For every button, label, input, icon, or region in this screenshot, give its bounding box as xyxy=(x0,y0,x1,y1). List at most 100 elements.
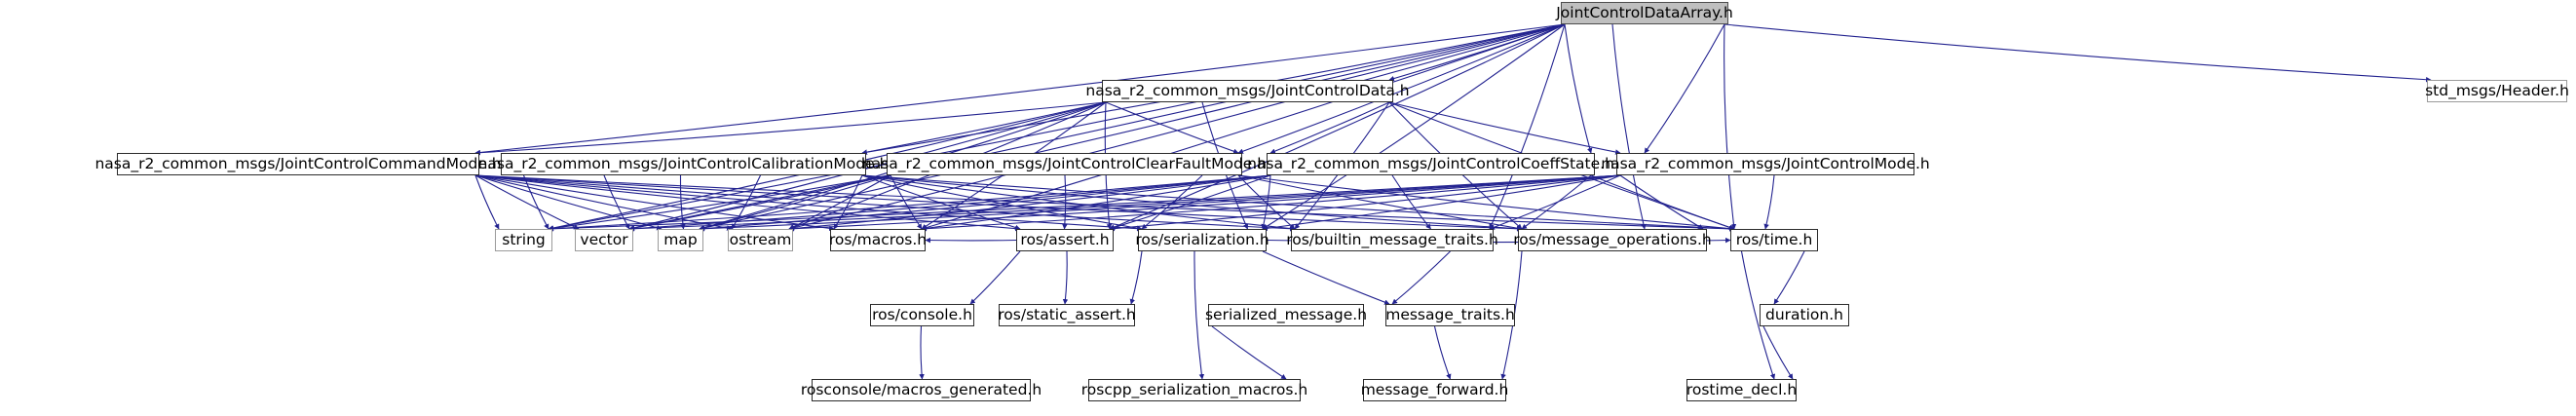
graph-node-builtin_traits[interactable]: ros/builtin_message_traits.h xyxy=(1286,229,1498,251)
graph-node-jccoeffstate[interactable]: nasa_r2_common_msgs/JointControlCoeffSta… xyxy=(1247,153,1614,175)
graph-node-vector[interactable]: vector xyxy=(575,229,633,251)
edge-jcmode-to-string xyxy=(548,174,1621,232)
edge-jcclearfault-to-assert xyxy=(1062,174,1068,230)
edge-root-to-string xyxy=(548,23,1566,231)
edge-root-to-jcdata xyxy=(1388,23,1566,82)
graph-node-map[interactable]: map xyxy=(658,229,703,251)
edge-jccalibmode-to-msg_ops xyxy=(861,174,1523,232)
graph-node-jccmdmode[interactable]: nasa_r2_common_msgs/JointControlCommandM… xyxy=(95,153,502,175)
edge-jccmdmode-to-macros xyxy=(474,174,835,232)
edge-duration-to-rostime_decl xyxy=(1762,325,1794,380)
edge-jccmdmode-to-vector xyxy=(474,174,580,230)
edge-jccoeffstate-to-assert xyxy=(1109,174,1271,231)
edge-jcclearfault-to-string xyxy=(548,174,891,232)
edge-jccoeffstate-to-time xyxy=(1590,174,1735,230)
edge-jccoeffstate-to-macros xyxy=(921,174,1271,232)
edge-root-to-assert xyxy=(1109,23,1566,230)
edge-root-to-jcmode xyxy=(1644,23,1725,154)
edge-root-to-serialization xyxy=(1262,23,1566,230)
graph-node-serialized_msg[interactable]: serialized_message.h xyxy=(1205,304,1367,326)
edge-jcdata-to-jcclearfault xyxy=(1105,101,1239,154)
edge-jccalibmode-to-string xyxy=(522,174,549,230)
edge-jccoeffstate-to-ostream xyxy=(788,174,1271,232)
graph-node-ostream[interactable]: ostream xyxy=(728,229,793,251)
graph-node-rosconsole_macros[interactable]: rosconsole/macros_generated.h xyxy=(801,379,1042,401)
graph-node-duration[interactable]: duration.h xyxy=(1760,304,1849,326)
graph-node-macros[interactable]: ros/macros.h xyxy=(829,229,927,251)
edge-jccmdmode-to-time xyxy=(474,174,1735,232)
edge-jccmdmode-to-assert xyxy=(474,174,1021,232)
edge-builtin_traits-to-message_traits xyxy=(1391,250,1451,305)
edge-jccalibmode-to-time xyxy=(861,174,1735,232)
edge-jccoeffstate-to-vector xyxy=(628,174,1271,232)
edge-jccmdmode-to-string xyxy=(474,174,500,230)
graph-node-message_forward[interactable]: message_forward.h xyxy=(1361,379,1508,401)
edge-jccoeffstate-to-serialization xyxy=(1261,174,1271,230)
graph-node-rostime_decl[interactable]: rostime_decl.h xyxy=(1686,379,1797,401)
edge-serialization-to-static_assert xyxy=(1129,250,1143,305)
edge-time-to-duration xyxy=(1773,250,1805,305)
edge-jcclearfault-to-ostream xyxy=(788,174,891,230)
edge-root-to-hdr xyxy=(1724,23,2432,83)
edge-jcmode-to-msg_ops xyxy=(1619,174,1704,230)
edge-console-to-rosconsole_macros xyxy=(919,325,925,380)
graph-node-roscpp_ser_macros[interactable]: roscpp_serialization_macros.h xyxy=(1081,379,1307,401)
edge-jccmdmode-to-msg_ops xyxy=(474,174,1523,232)
edge-assert-to-static_assert xyxy=(1062,250,1069,305)
edge-serialized_msg-to-roscpp_ser_macros xyxy=(1211,325,1287,380)
edge-jcmode-to-vector xyxy=(628,174,1621,232)
graph-node-jccalibmode[interactable]: nasa_r2_common_msgs/JointControlCalibrat… xyxy=(478,153,889,175)
graph-node-hdr[interactable]: std_msgs/Header.h xyxy=(2425,80,2569,102)
edge-jccmdmode-to-map xyxy=(474,174,663,231)
edge-root-to-msg_ops xyxy=(1611,23,1647,230)
edge-jcclearfault-to-serialization xyxy=(1141,174,1203,230)
graph-node-time[interactable]: ros/time.h xyxy=(1730,229,1818,251)
graph-node-static_assert[interactable]: ros/static_assert.h xyxy=(998,304,1136,326)
edge-jccalibmode-to-assert xyxy=(861,174,1021,231)
edge-jccalibmode-to-macros xyxy=(833,174,863,230)
edge-jcmode-to-assert xyxy=(1109,174,1621,232)
graph-node-root[interactable]: JointControlDataArray.h xyxy=(1556,2,1733,24)
edge-jcdata-to-jcmode xyxy=(1388,101,1621,155)
graph-node-message_traits[interactable]: message_traits.h xyxy=(1385,304,1515,326)
edge-jccalibmode-to-builtin_traits xyxy=(861,174,1296,232)
edge-jcdata-to-jccmdmode xyxy=(474,101,1107,156)
edge-jccalibmode-to-vector xyxy=(603,174,630,230)
graph-node-jcclearfault[interactable]: nasa_r2_common_msgs/JointControlClearFau… xyxy=(862,153,1267,175)
edge-message_traits-to-message_forward xyxy=(1433,325,1452,380)
edge-jccmdmode-to-serialization xyxy=(474,174,1143,232)
edge-root-to-jccoeffstate xyxy=(1564,23,1593,154)
edge-jcmode-to-map xyxy=(699,174,1621,232)
edge-jcclearfault-to-msg_ops xyxy=(1237,174,1523,231)
edge-root-to-map xyxy=(699,23,1566,231)
graph-node-console[interactable]: ros/console.h xyxy=(870,304,974,326)
edge-jcmode-to-ostream xyxy=(788,174,1621,232)
edge-jccoeffstate-to-msg_ops xyxy=(1521,174,1592,230)
graph-node-jcmode[interactable]: nasa_r2_common_msgs/JointControlMode.h xyxy=(1601,153,1930,175)
edge-serialization-to-message_traits xyxy=(1262,250,1390,305)
edge-jccoeffstate-to-map xyxy=(699,174,1271,232)
edge-jcclearfault-to-vector xyxy=(628,174,891,231)
edge-jcclearfault-to-macros xyxy=(890,174,923,230)
edge-assert-to-console xyxy=(969,250,1021,305)
edge-root-to-builtin_traits xyxy=(1489,23,1566,230)
edge-jccalibmode-to-ostream xyxy=(731,174,761,230)
edge-jcclearfault-to-builtin_traits xyxy=(1237,174,1296,230)
edge-jcclearfault-to-map xyxy=(699,174,891,231)
edge-root-to-ostream xyxy=(788,23,1566,231)
graph-node-assert[interactable]: ros/assert.h xyxy=(1016,229,1114,251)
graph-node-string[interactable]: string xyxy=(495,229,552,251)
edge-jccalibmode-to-serialization xyxy=(861,174,1143,231)
graph-node-msg_ops[interactable]: ros/message_operations.h xyxy=(1513,229,1712,251)
edge-jcmode-to-macros xyxy=(921,174,1621,232)
edge-jcmode-to-builtin_traits xyxy=(1489,174,1621,230)
graph-node-serialization[interactable]: ros/serialization.h xyxy=(1135,229,1269,251)
edge-jcmode-to-serialization xyxy=(1262,174,1621,232)
edge-jccoeffstate-to-builtin_traits xyxy=(1391,174,1431,230)
edge-root-to-time xyxy=(1724,23,1737,230)
edge-serialization-to-roscpp_ser_macros xyxy=(1193,250,1205,380)
graph-node-jcdata[interactable]: nasa_r2_common_msgs/JointControlData.h xyxy=(1085,80,1410,102)
edge-jccoeffstate-to-string xyxy=(548,174,1271,232)
